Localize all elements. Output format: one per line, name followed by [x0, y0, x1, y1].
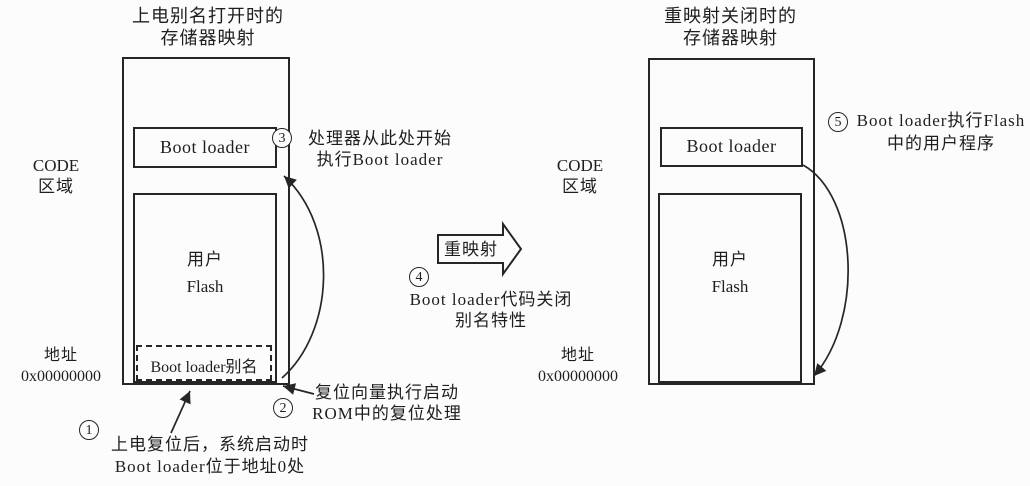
left-address-line2: 0x00000000: [21, 368, 101, 385]
right-code-label-line2: 区域: [562, 177, 598, 196]
step4-line2: 别名特性: [455, 311, 527, 330]
step3-text: 处理器从此处开始 执行Boot loader: [296, 128, 464, 170]
remap-block-arrow-shape: [437, 220, 523, 278]
step4-badge: 4: [409, 267, 429, 287]
left-user-flash-box: [133, 193, 277, 383]
left-map-title: 上电别名打开时的 存储器映射: [117, 5, 299, 49]
right-map-title: 重映射关闭时的 存储器映射: [638, 5, 823, 49]
left-flash-label-line2: Flash: [186, 277, 224, 296]
right-user-flash-label: 用户 Flash: [658, 246, 802, 300]
left-map-title-line1: 上电别名打开时的: [132, 6, 284, 26]
left-bootloader-label: Boot loader: [160, 137, 250, 157]
step5-badge: 5: [828, 112, 848, 132]
bootloader-alias-dashed-box: [136, 345, 272, 381]
left-flash-label-line1: 用户: [187, 250, 223, 269]
right-user-flash-box: [658, 193, 802, 383]
right-address-label: 地址 0x00000000: [528, 345, 628, 387]
bootloader-alias-label: Boot loader别名: [150, 359, 258, 376]
step3-line2: 执行Boot loader: [316, 150, 444, 169]
step2-line2: ROM中的复位处理: [312, 404, 462, 423]
step1-line2: Boot loader位于地址0处: [114, 457, 306, 476]
remap-block-arrow: [437, 220, 523, 278]
left-user-flash-label: 用户 Flash: [133, 246, 277, 300]
right-code-region-label: CODE 区域: [544, 155, 616, 197]
right-address-line1: 地址: [560, 347, 595, 364]
right-address-line2: 0x00000000: [538, 368, 618, 385]
right-bootloader-label: Boot loader: [686, 136, 777, 156]
right-code-label-line1: CODE: [556, 156, 604, 175]
step5-line2: 中的用户程序: [887, 134, 995, 153]
left-address-line1: 地址: [43, 347, 78, 364]
step5-line1: Boot loader执行Flash: [856, 111, 1026, 130]
step4-line1: Boot loader代码关闭: [409, 290, 573, 309]
left-address-label: 地址 0x00000000: [14, 345, 108, 387]
right-flash-label-line1: 用户: [712, 250, 748, 269]
step2-badge: 2: [273, 398, 293, 418]
right-map-title-line2: 存储器映射: [683, 28, 778, 48]
left-code-label-line2: 区域: [38, 177, 74, 196]
right-flash-label-line2: Flash: [711, 277, 749, 296]
step3-line1: 处理器从此处开始: [308, 129, 452, 148]
step3-badge: 3: [272, 128, 292, 148]
step2-text: 复位向量执行启动 ROM中的复位处理: [299, 382, 475, 424]
step1-text: 上电复位后，系统启动时 Boot loader位于地址0处: [95, 434, 325, 478]
left-code-label-line1: CODE: [32, 156, 80, 175]
left-code-region-label: CODE 区域: [20, 155, 92, 197]
arrow-step1-pointer: [170, 390, 191, 434]
step2-line1: 复位向量执行启动: [315, 383, 459, 402]
right-map-title-line1: 重映射关闭时的: [664, 6, 797, 26]
step1-badge: 1: [79, 420, 99, 440]
step4-text: Boot loader代码关闭 别名特性: [394, 289, 588, 331]
remap-label: 重映射: [444, 240, 498, 259]
step1-line1: 上电复位后，系统启动时: [111, 435, 309, 454]
left-map-title-line2: 存储器映射: [160, 28, 256, 48]
right-bootloader-box: [660, 127, 803, 167]
step5-text: Boot loader执行Flash 中的用户程序: [850, 109, 1030, 155]
left-bootloader-box: [133, 127, 277, 168]
